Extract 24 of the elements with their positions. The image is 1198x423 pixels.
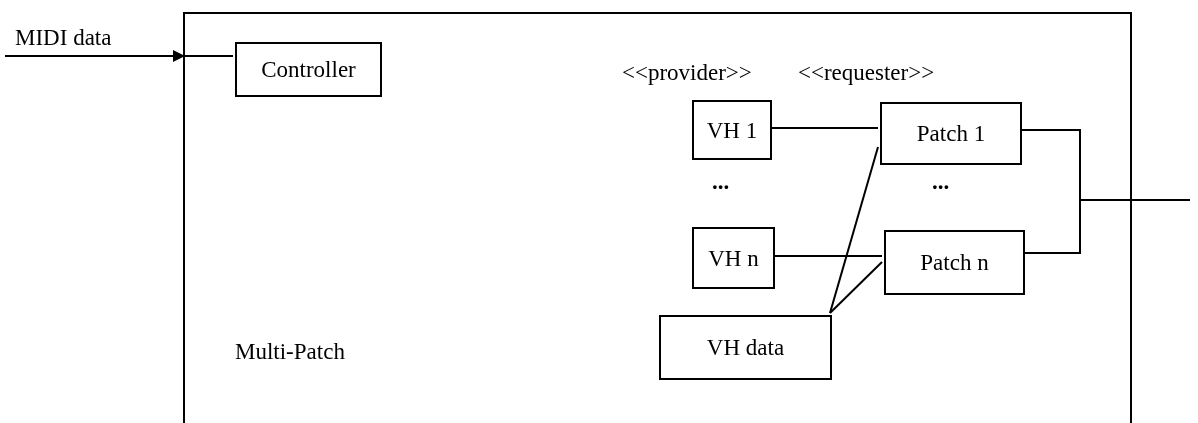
container-box: [183, 12, 1132, 423]
connector-line: [829, 261, 883, 314]
connector-line: [769, 127, 879, 129]
box-label: Patch n: [920, 251, 989, 274]
box-label: VH n: [708, 246, 759, 270]
connector-line: [182, 55, 234, 57]
ellipsis: ...: [712, 170, 730, 193]
box-label: Patch 1: [916, 122, 986, 145]
connector-line: [829, 146, 879, 314]
component-box: [692, 227, 775, 289]
stereotype-label: <<requester>>: [798, 61, 935, 84]
component-box: [659, 315, 832, 380]
box-label: VH 1: [706, 118, 758, 142]
arrow: [4, 50, 185, 62]
stereotype-label: <<provider>>: [622, 61, 752, 84]
component-box: [880, 102, 1022, 165]
component-box: [692, 100, 772, 160]
box-label: VH data: [706, 336, 785, 359]
box-label: Multi-Patch: [235, 340, 345, 363]
component-box: [884, 230, 1025, 295]
component-box: [235, 42, 382, 97]
ellipsis: ...: [932, 170, 950, 193]
connector-line: [772, 255, 883, 257]
box-label: Controller: [261, 58, 356, 81]
